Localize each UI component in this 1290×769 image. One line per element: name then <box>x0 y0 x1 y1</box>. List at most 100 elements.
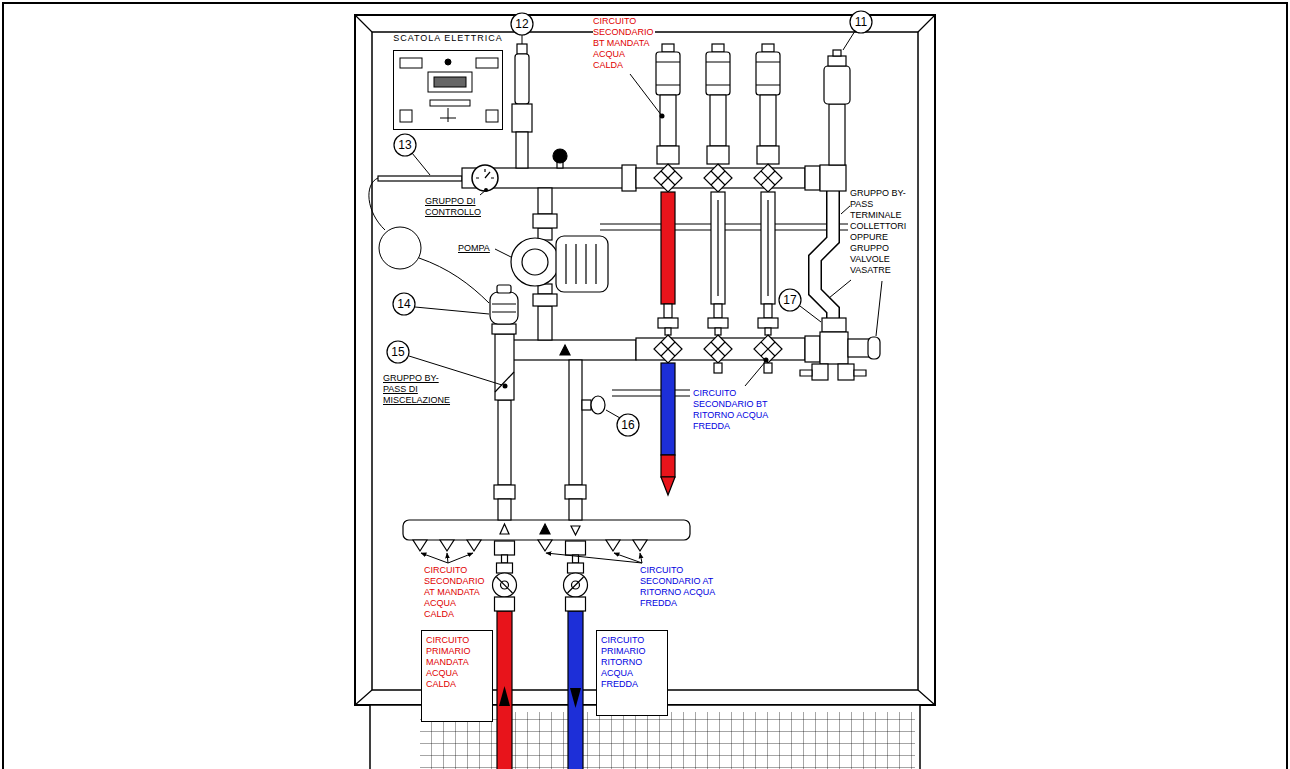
manifold-valve <box>656 62 680 85</box>
ball-valve <box>566 541 586 555</box>
manifold-valve <box>654 335 682 363</box>
at-manifold <box>413 540 647 551</box>
cabinet <box>355 15 935 705</box>
ball-valve <box>568 577 584 593</box>
manifold-valve <box>758 318 778 328</box>
capillary <box>369 178 385 230</box>
callout-circle <box>617 414 639 436</box>
manifold-valve <box>706 62 730 85</box>
part-label: GRUPPO BY-PASS DI MISCELAZIONE <box>383 373 459 406</box>
bypass-terminal <box>820 332 848 364</box>
electrical-box-parts <box>400 58 498 122</box>
control-group <box>516 132 528 168</box>
capillary <box>379 227 421 269</box>
manifold-valve <box>708 318 728 328</box>
leader-arrow <box>421 553 448 563</box>
control-group <box>515 54 529 104</box>
control-group <box>553 149 567 163</box>
leader-line <box>522 35 523 44</box>
manifold-valve <box>707 146 729 164</box>
callout-circle <box>394 134 416 156</box>
bypass-terminal <box>822 318 846 332</box>
leader-arrow <box>546 553 642 563</box>
pump <box>533 294 557 306</box>
callout-holder: 17 <box>779 289 801 311</box>
manifold-valve <box>757 146 779 164</box>
manifold-valve <box>712 44 724 52</box>
pump <box>556 236 608 292</box>
primary-pipes <box>497 611 512 769</box>
leader-line <box>495 249 511 257</box>
electrical-box-parts <box>476 58 498 68</box>
leader-line <box>876 281 882 336</box>
leader-dot <box>484 114 769 389</box>
manifold-valve <box>661 171 675 185</box>
note-holder: CIRCUITO SECONDARIO BT MANDATA ACQUA CAL… <box>593 16 655 71</box>
callout-number: 11 <box>850 11 872 33</box>
ball-valve <box>564 573 588 597</box>
manifold-valve <box>704 335 732 363</box>
page-frame <box>3 3 1287 769</box>
manifold-valve <box>662 44 674 52</box>
manifold-valve <box>661 192 675 304</box>
bypass-terminal <box>800 370 866 376</box>
electrical-box-parts <box>486 110 498 122</box>
mixing-group <box>498 400 511 485</box>
pump <box>511 238 559 286</box>
manifold-valve <box>754 335 782 363</box>
callout-holder: 14 <box>393 293 415 315</box>
leader-arrow <box>640 553 642 563</box>
callout-circle <box>393 293 415 315</box>
bypass-pipe <box>815 191 833 330</box>
manifold-valve <box>761 192 775 304</box>
manifold-valve <box>754 164 782 192</box>
note-holder: GRUPPO BY-PASS TERMINALE COLLETTORI OPPU… <box>850 188 914 276</box>
air-vent <box>828 56 846 66</box>
manifold-valve <box>761 342 775 356</box>
leader-arrow <box>447 553 448 563</box>
callout-number: 17 <box>779 289 801 311</box>
leader-line <box>745 361 766 386</box>
manifold-valve <box>765 328 771 335</box>
mixing-group <box>495 372 514 392</box>
manifold-valve <box>658 318 678 328</box>
bypass-terminal <box>800 318 880 380</box>
ball-valve <box>568 563 584 573</box>
callout-circle <box>511 13 533 35</box>
callout-holder: 12 <box>511 13 533 35</box>
mixing-group <box>569 360 582 485</box>
mixing-group <box>560 345 570 355</box>
mixing-group <box>498 499 511 520</box>
electrical-box-parts <box>428 72 472 92</box>
primary-pipes <box>570 688 581 708</box>
manifold-valve <box>706 52 730 95</box>
electrical-box-parts <box>400 110 412 122</box>
control-group <box>622 165 636 191</box>
mixing-group <box>565 485 586 499</box>
bypass-terminal <box>838 364 854 380</box>
manifold-valve <box>717 200 718 296</box>
bypass-pipe <box>815 191 833 330</box>
electrical-box-parts <box>400 58 422 68</box>
note-holder: POMPA <box>458 243 495 254</box>
callout-holder: 16 <box>617 414 639 436</box>
manifold-valve <box>704 164 732 192</box>
leader-arrow <box>614 553 642 563</box>
callout-number: 13 <box>394 134 416 156</box>
manifold-valve <box>661 477 675 495</box>
mixing-group <box>495 334 514 400</box>
electrical-box-parts <box>434 77 466 87</box>
electrical-box-parts <box>440 108 456 122</box>
manifold-valve <box>756 52 780 95</box>
electrical-box: SCATOLA ELETTRICA <box>393 50 503 130</box>
pipe-label-box: CIRCUITO PRIMARIO RITORNO ACQUA FREDDA <box>596 630 668 716</box>
air-vent <box>829 104 845 165</box>
manifold-valve <box>711 342 725 356</box>
mixing-group <box>497 285 511 293</box>
manifold-valve <box>710 95 726 146</box>
capillary <box>369 178 489 303</box>
manifold-valve <box>665 328 671 335</box>
manifold-valve <box>714 304 722 318</box>
bypass-pipe <box>815 191 833 330</box>
